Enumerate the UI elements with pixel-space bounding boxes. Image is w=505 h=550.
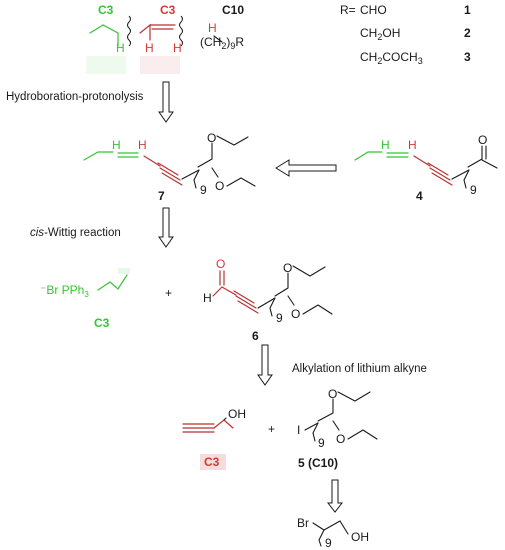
svg-text:H: H (203, 291, 212, 305)
svg-text:O: O (207, 131, 216, 145)
svg-text:O: O (478, 133, 487, 147)
svg-text:H: H (138, 138, 147, 152)
red-bond-1 (139, 23, 151, 41)
retro-arrow-1 (158, 81, 174, 123)
svg-text:H: H (381, 138, 390, 152)
hydroboration-label: Hydroboration-protonolysis (6, 91, 144, 103)
c3-phosphonium-label: C3 (94, 316, 110, 330)
bromo-alcohol: Br 9 OH (297, 516, 369, 550)
wavy-cut-1 (127, 15, 131, 47)
c3-green-label: C3 (98, 3, 114, 17)
svg-text:O: O (328, 387, 337, 401)
compound-4: H H 9 O 4 (354, 133, 498, 203)
compound-5: I 9 O O 5 (C10) (297, 387, 378, 470)
svg-text:H: H (112, 138, 121, 152)
r-label: R= (340, 3, 356, 17)
svg-text:O: O (215, 179, 224, 193)
h-red-1: H (145, 41, 154, 55)
svg-text:9: 9 (470, 183, 477, 197)
ethyl-bond (89, 24, 119, 47)
svg-text:H: H (408, 138, 417, 152)
svg-text:O: O (291, 307, 300, 321)
plus-1: + (165, 286, 172, 300)
svg-text:9: 9 (200, 183, 207, 197)
propargyl-alcohol: OH C3 (182, 407, 246, 470)
reflection-green (86, 56, 126, 74)
retro-arrow-2 (158, 207, 174, 248)
svg-text:O: O (216, 257, 225, 271)
reflection-red (140, 56, 180, 74)
label-6: 6 (252, 329, 259, 343)
r-group-1: CHO (360, 3, 387, 17)
r-group-3: CH2COCH3 (360, 50, 423, 66)
chain-sub: (CH2)9R (200, 35, 244, 51)
svg-text:O: O (283, 261, 292, 275)
retro-arrow-4 (326, 479, 344, 513)
r-definitions: R= CHO 1 CH2OH 2 CH2COCH3 3 (340, 3, 471, 66)
svg-text:OH: OH (351, 530, 369, 544)
phosphonium-salt: ⁻Br PPh3 C3 (40, 268, 130, 330)
h-red-3: H (208, 21, 217, 35)
r-num-2: 2 (464, 26, 471, 40)
label-4: 4 (416, 189, 423, 203)
retro-arrow-3 (257, 344, 273, 386)
svg-text:9: 9 (276, 311, 283, 325)
target-skeleton: C3 C3 C10 H H H H (CH2)9R (86, 3, 244, 74)
svg-text:9: 9 (318, 436, 325, 450)
svg-text:OH: OH (228, 407, 246, 421)
r-num-1: 1 (464, 3, 471, 17)
c3-propargyl-label: C3 (204, 455, 220, 469)
alkylation-label: Alkylation of lithium alkyne (292, 363, 427, 375)
compound-6: O H 9 O O 6 (203, 257, 333, 343)
phosphonium-text: ⁻Br PPh3 (40, 283, 89, 299)
retro-arrow-4-7 (275, 159, 337, 177)
svg-text:9: 9 (325, 536, 332, 550)
svg-text:O: O (336, 432, 345, 446)
c10-label: C10 (222, 3, 244, 17)
h-green: H (116, 41, 125, 55)
r-group-2: CH2OH (360, 26, 400, 42)
red-db (149, 24, 176, 30)
wavy-cut-2 (179, 15, 183, 47)
label-5: 5 (C10) (298, 456, 338, 470)
r-num-3: 3 (464, 50, 471, 64)
svg-text:Br: Br (297, 516, 309, 530)
label-7: 7 (158, 189, 165, 203)
plus-2: + (268, 422, 275, 436)
c3-red-label: C3 (160, 3, 176, 17)
h-red-2: H (173, 41, 182, 55)
wittig-label: cis-Wittig reaction (30, 227, 121, 239)
chain-bond (213, 35, 223, 43)
compound-7: H H 9 O O 7 (83, 131, 256, 203)
svg-text:I: I (297, 423, 300, 437)
